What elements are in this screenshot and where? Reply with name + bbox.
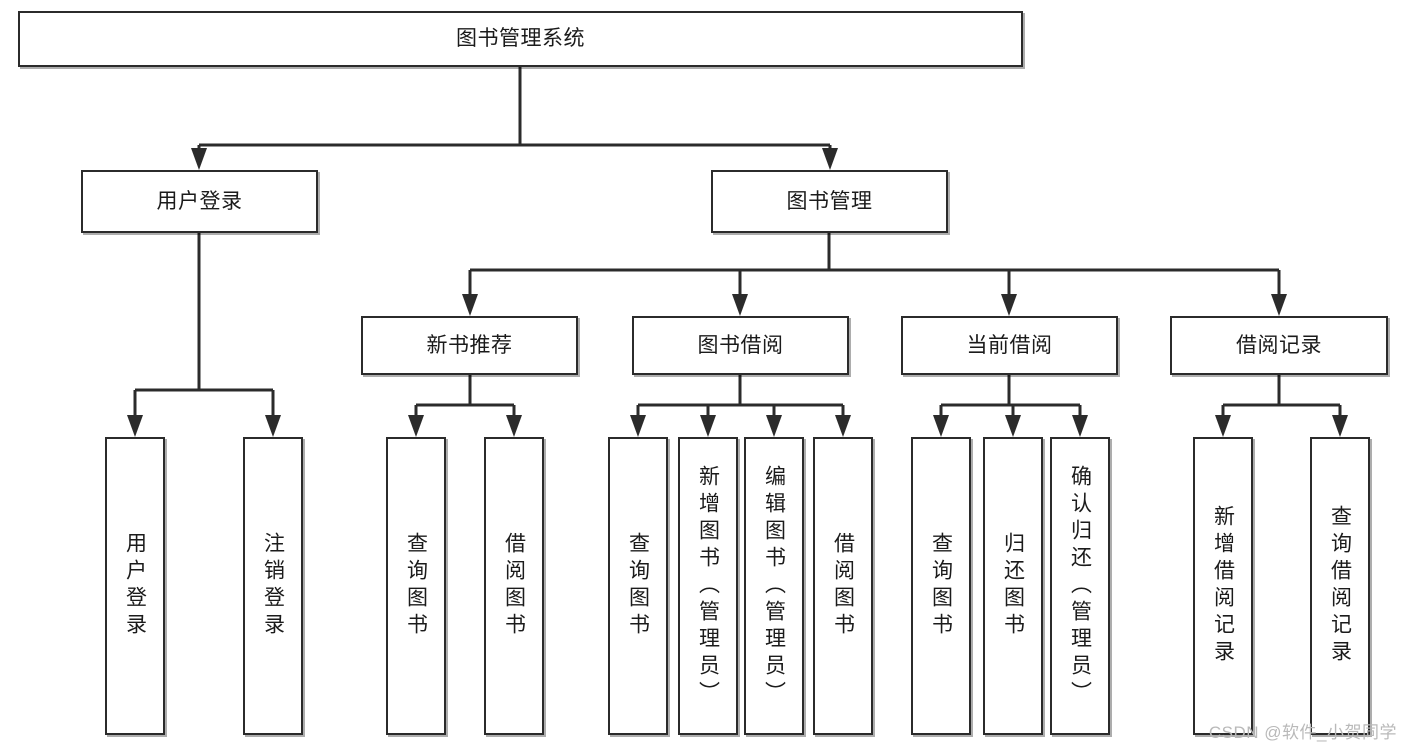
node-leaf-user-logout-label: 注销登录: [261, 532, 285, 640]
node-leaf-query-book-rec-label: 查询图书: [404, 532, 428, 640]
currentborrow-to-leaves-arrow-2: [1072, 415, 1088, 437]
borrowrecord-to-leaves-arrow-0: [1215, 415, 1231, 437]
root-to-level2-arrow-0: [191, 148, 207, 170]
bookmanage-to-level3-arrow-1: [732, 294, 748, 316]
currentborrow-to-leaves-arrow-0: [933, 415, 949, 437]
node-leaf-return-book-label: 归还图书: [1001, 532, 1025, 640]
currentborrow-to-leaves-arrow-1: [1005, 415, 1021, 437]
node-leaf-query-record[interactable]: 查询借阅记录: [1310, 437, 1370, 735]
node-user-login-label: 用户登录: [156, 189, 243, 213]
node-leaf-edit-book-label: 编辑图书（管理员）: [762, 464, 786, 708]
root-to-level2-arrow-1: [822, 148, 838, 170]
borrowrecord-to-leaves-arrow-1: [1332, 415, 1348, 437]
bookborrow-to-leaves-arrow-2: [766, 415, 782, 437]
node-user-login[interactable]: 用户登录: [81, 170, 318, 233]
node-book-borrow[interactable]: 图书借阅: [632, 316, 849, 375]
node-leaf-borrow-book-label: 借阅图书: [831, 532, 855, 640]
node-leaf-query-book-rec[interactable]: 查询图书: [386, 437, 446, 735]
node-leaf-query-book[interactable]: 查询图书: [608, 437, 668, 735]
node-leaf-borrow-book-rec[interactable]: 借阅图书: [484, 437, 544, 735]
node-book-manage[interactable]: 图书管理: [711, 170, 948, 233]
node-book-borrow-label: 图书借阅: [697, 333, 784, 357]
node-current-borrow-label: 当前借阅: [966, 333, 1053, 357]
node-leaf-confirm-return[interactable]: 确认归还（管理员）: [1050, 437, 1110, 735]
node-leaf-add-book[interactable]: 新增图书（管理员）: [678, 437, 738, 735]
node-book-manage-label: 图书管理: [786, 189, 873, 213]
node-root-system[interactable]: 图书管理系统: [18, 11, 1023, 67]
newbook-to-leaves-arrow-1: [506, 415, 522, 437]
node-current-borrow[interactable]: 当前借阅: [901, 316, 1118, 375]
node-leaf-query-book-cur-label: 查询图书: [929, 532, 953, 640]
node-root-system-label: 图书管理系统: [456, 27, 585, 51]
bookmanage-to-level3-arrow-0: [462, 294, 478, 316]
node-leaf-user-login-label: 用户登录: [123, 532, 147, 640]
bookmanage-to-level3-arrow-2: [1001, 294, 1017, 316]
node-leaf-edit-book[interactable]: 编辑图书（管理员）: [744, 437, 804, 735]
node-borrow-record-label: 借阅记录: [1236, 333, 1322, 357]
node-leaf-user-login[interactable]: 用户登录: [105, 437, 165, 735]
node-leaf-return-book[interactable]: 归还图书: [983, 437, 1043, 735]
node-new-book-recommend-label: 新书推荐: [426, 333, 513, 357]
node-leaf-query-record-label: 查询借阅记录: [1328, 505, 1352, 667]
bookborrow-to-leaves-arrow-1: [700, 415, 716, 437]
bookmanage-to-level3-arrow-3: [1271, 294, 1287, 316]
node-leaf-confirm-return-label: 确认归还（管理员）: [1068, 464, 1092, 708]
node-leaf-query-book-cur[interactable]: 查询图书: [911, 437, 971, 735]
node-leaf-borrow-book-rec-label: 借阅图书: [502, 532, 526, 640]
userlogin-to-leaves-arrow-0: [127, 415, 143, 437]
userlogin-to-leaves-arrow-1: [265, 415, 281, 437]
bookborrow-to-leaves-arrow-0: [630, 415, 646, 437]
newbook-to-leaves-arrow-0: [408, 415, 424, 437]
node-leaf-user-logout[interactable]: 注销登录: [243, 437, 303, 735]
node-leaf-add-record[interactable]: 新增借阅记录: [1193, 437, 1253, 735]
node-new-book-recommend[interactable]: 新书推荐: [361, 316, 578, 375]
node-leaf-query-book-label: 查询图书: [626, 532, 650, 640]
node-borrow-record[interactable]: 借阅记录: [1170, 316, 1388, 375]
bookborrow-to-leaves-arrow-3: [835, 415, 851, 437]
node-leaf-borrow-book[interactable]: 借阅图书: [813, 437, 873, 735]
node-leaf-add-book-label: 新增图书（管理员）: [696, 464, 720, 708]
node-leaf-add-record-label: 新增借阅记录: [1211, 505, 1235, 667]
